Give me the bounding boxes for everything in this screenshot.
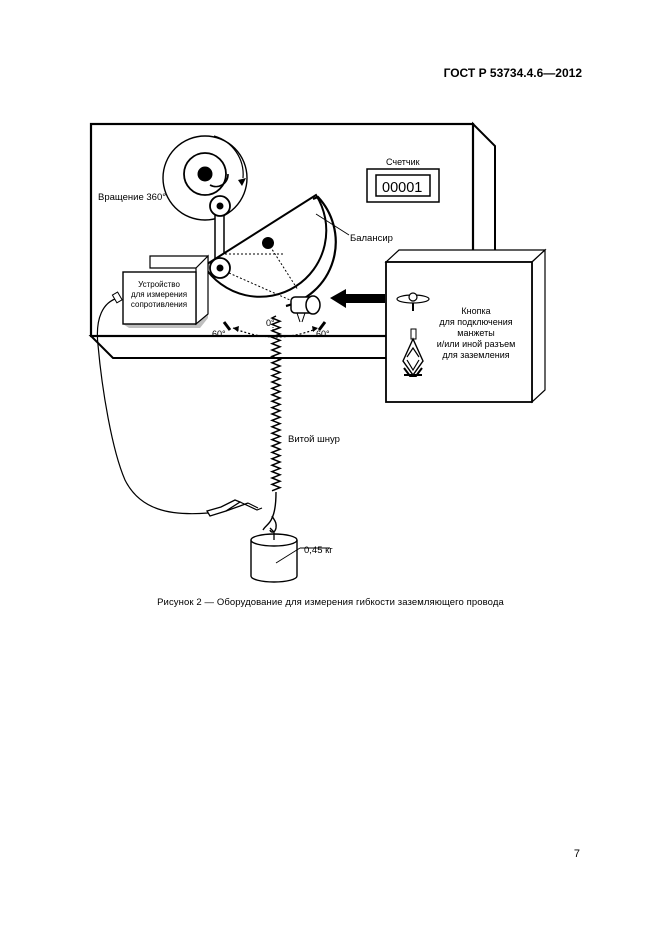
angle-left-label: 60° [212, 329, 226, 339]
button-text-line-5: для заземления [442, 350, 509, 360]
button-text-line-3: манжеты [457, 328, 494, 338]
counter-value: 00001 [382, 180, 422, 196]
rotation-label: Вращение 360° [98, 192, 166, 203]
coiled-cord [262, 315, 283, 533]
button-text-line-1: Кнопка [461, 306, 490, 316]
resistance-device-line-1: Устройство [138, 280, 180, 289]
alligator-clip [206, 499, 263, 517]
button-panel [384, 248, 547, 404]
balancer-label: Балансир [350, 233, 393, 244]
counter [366, 168, 440, 203]
page-number: 7 [573, 848, 580, 860]
figure-caption: Рисунок 2 — Оборудование для измерения г… [157, 597, 504, 608]
rotation-disk [162, 135, 248, 221]
angle-right-label: 60° [316, 329, 330, 339]
weight-label: 0,45 кг [304, 545, 333, 556]
angle-markers [222, 321, 327, 338]
button-text-line-2: для подключения [439, 317, 512, 327]
button-text-line-4: и/или иной разъем [437, 339, 516, 349]
connecting-rod [209, 195, 231, 271]
push-arrow [330, 289, 385, 308]
lead-wire [96, 291, 209, 515]
snap-button-icon [396, 292, 430, 311]
leader-lines [315, 213, 350, 236]
rod-pivot [209, 257, 231, 279]
resistance-device [122, 254, 209, 328]
coil-spring [269, 315, 283, 492]
document-header: ГОСТ Р 53734.4.6—2012 [443, 66, 582, 80]
weight [250, 527, 330, 583]
resistance-device-line-2: для измерения [131, 290, 187, 299]
angle-zero-label: 0° [266, 318, 275, 328]
clip-connector-icon [402, 328, 424, 377]
balancer [202, 193, 337, 308]
clamp [290, 295, 321, 323]
coiled-cord-label: Витой шнур [288, 434, 340, 445]
resistance-device-line-3: сопротивления [131, 300, 187, 309]
counter-title: Счетчик [386, 157, 420, 167]
